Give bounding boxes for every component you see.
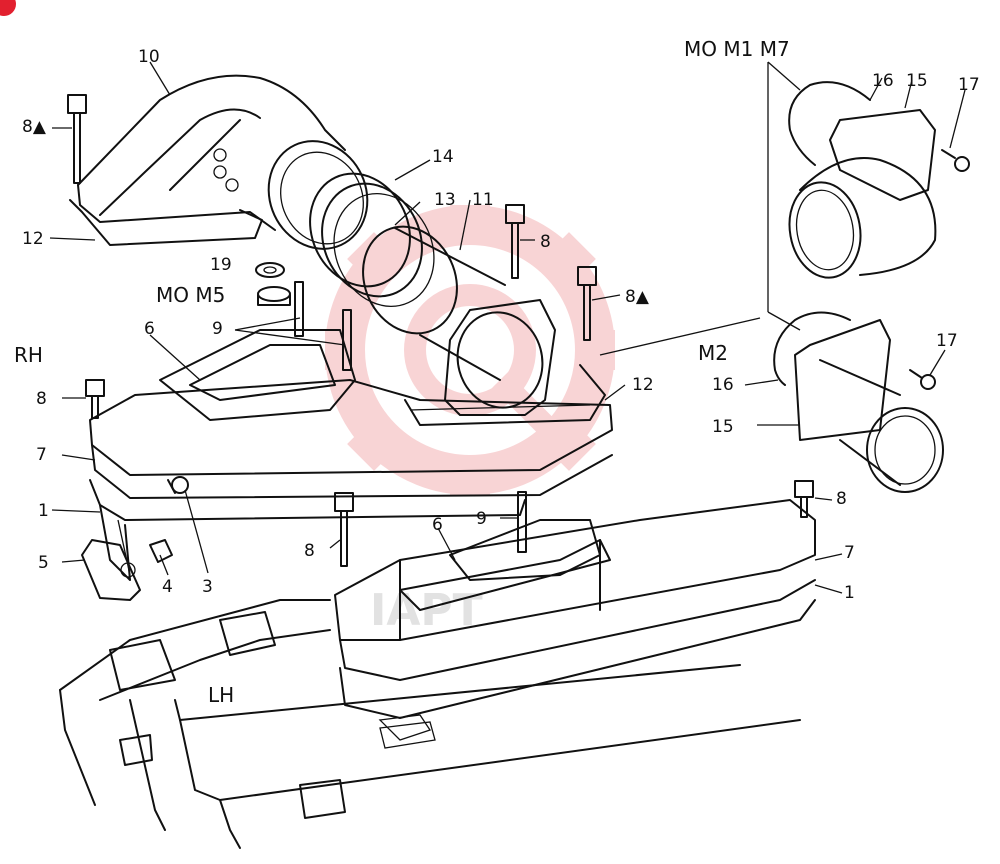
label-rh: RH xyxy=(14,343,43,367)
callout-8a-right: 8▲ xyxy=(625,287,650,307)
part-9-studs xyxy=(294,281,527,553)
part-10-elbow-duct xyxy=(77,74,369,250)
label-lh: LH xyxy=(208,683,234,707)
label-m0-m1-m7: MO M1 M7 xyxy=(684,37,790,61)
part-11-pipe xyxy=(362,225,506,381)
part-4-fitting xyxy=(149,539,173,563)
callout-17-lower: 17 xyxy=(936,331,958,351)
callout-19: 19 xyxy=(210,255,232,275)
callout-17-upper: 17 xyxy=(958,75,980,95)
callout-9-lower: 9 xyxy=(476,509,487,529)
callout-12-right: 12 xyxy=(632,375,654,395)
part-1-manifold-rh xyxy=(89,379,613,581)
part-6-bracket-lh xyxy=(449,519,601,581)
callout-15-upper: 15 xyxy=(906,71,928,91)
part-12-gasket-upper xyxy=(69,199,263,246)
callout-8-center: 8 xyxy=(540,232,551,252)
callout-15-lower: 15 xyxy=(712,417,734,437)
callout-6-upper: 6 xyxy=(144,319,155,339)
callout-7-lower: 7 xyxy=(844,543,855,563)
callout-8a-upper: 8▲ xyxy=(22,117,47,137)
callout-9-upper: 9 xyxy=(212,319,223,339)
part-19-plug xyxy=(255,262,291,306)
engine-block xyxy=(59,599,801,849)
part-15-elbow-upper xyxy=(788,109,937,279)
callout-1-lower: 1 xyxy=(844,583,855,603)
callout-13: 13 xyxy=(434,190,456,210)
part-17-screws xyxy=(909,149,970,390)
label-m2: M2 xyxy=(698,341,728,365)
callout-11: 11 xyxy=(472,190,494,210)
callout-3: 3 xyxy=(202,577,213,597)
part-16-oring-upper xyxy=(788,81,871,166)
part-8-bolts xyxy=(67,94,814,567)
callout-5: 5 xyxy=(38,553,49,573)
part-5-gasket xyxy=(81,539,141,601)
part-6-bracket-rh xyxy=(159,329,356,421)
callout-10: 10 xyxy=(138,47,160,67)
callout-16-lower: 16 xyxy=(712,375,734,395)
callout-1-upper: 1 xyxy=(38,501,49,521)
part-16-oring-lower xyxy=(773,311,851,386)
part-flange-center xyxy=(404,299,606,426)
part-3-plug xyxy=(167,476,189,494)
callout-6-lower: 6 xyxy=(432,515,443,535)
part-15-tube-lower xyxy=(794,319,944,493)
leader-lines xyxy=(49,61,966,594)
callout-8-lower: 8 xyxy=(304,541,315,561)
callout-4: 4 xyxy=(162,577,173,597)
part-14-hose-band xyxy=(309,172,435,307)
callout-7-upper: 7 xyxy=(36,445,47,465)
callout-14: 14 xyxy=(432,147,454,167)
part-1-manifold-lh xyxy=(334,499,816,741)
label-m0-m5: MO M5 xyxy=(156,283,225,307)
callout-8-rh: 8 xyxy=(36,389,47,409)
callout-12-left: 12 xyxy=(22,229,44,249)
callout-8-lh: 8 xyxy=(836,489,847,509)
callout-16-upper: 16 xyxy=(872,71,894,91)
corner-badge-icon xyxy=(0,0,16,16)
